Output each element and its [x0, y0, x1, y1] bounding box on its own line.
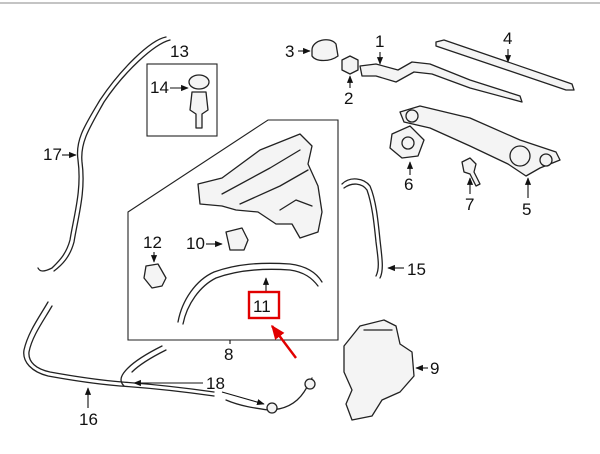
part-6-grommet: 6	[389, 125, 425, 194]
part-12-sensor: 12	[143, 233, 167, 289]
part-1-wiper-arm: 1	[359, 32, 523, 103]
label-11: 11	[253, 297, 271, 316]
label-10: 10	[186, 234, 205, 253]
label-7: 7	[465, 195, 474, 214]
part-2-nut: 2	[341, 55, 359, 108]
part-15-hose: 15	[341, 178, 426, 279]
label-18: 18	[206, 374, 225, 393]
part-16-hose: 16	[23, 301, 215, 429]
part-7-bolt: 7	[461, 157, 481, 214]
part-18-hoses: 18	[120, 345, 316, 414]
label-6: 6	[404, 175, 413, 194]
part-17-hose	[37, 36, 171, 272]
part-11-hose: 11	[177, 262, 323, 325]
part-8-outline	[127, 119, 339, 341]
part-14-clip	[188, 74, 210, 90]
label-14: 14	[150, 78, 169, 97]
label-16: 16	[79, 410, 98, 429]
label-3: 3	[285, 42, 294, 61]
highlight-box-11	[247, 290, 281, 320]
label-13: 13	[170, 42, 189, 61]
label-1: 1	[375, 32, 384, 51]
label-5: 5	[522, 200, 531, 219]
part-8-group: 8 10 12 11	[127, 119, 339, 364]
part-10-pump: 10	[186, 227, 249, 253]
callout-17: 17	[43, 145, 77, 164]
label-12: 12	[143, 233, 162, 252]
part-5-wiper-linkage: 5	[399, 105, 561, 219]
label-8: 8	[224, 345, 233, 364]
label-15: 15	[407, 260, 426, 279]
part-8-reservoir	[197, 133, 323, 239]
part-13-group: 13 14	[146, 42, 218, 137]
part-3-cap: 3	[285, 39, 339, 62]
highlight-arrow	[271, 324, 297, 359]
label-4: 4	[503, 29, 512, 48]
label-2: 2	[344, 89, 353, 108]
part-13-sensor	[189, 91, 209, 129]
part-4-wiper-blade: 4	[435, 29, 575, 91]
label-9: 9	[430, 359, 439, 378]
part-13-box	[146, 63, 218, 137]
part-9-reservoir: 9	[343, 319, 439, 421]
label-17: 17	[43, 145, 62, 164]
